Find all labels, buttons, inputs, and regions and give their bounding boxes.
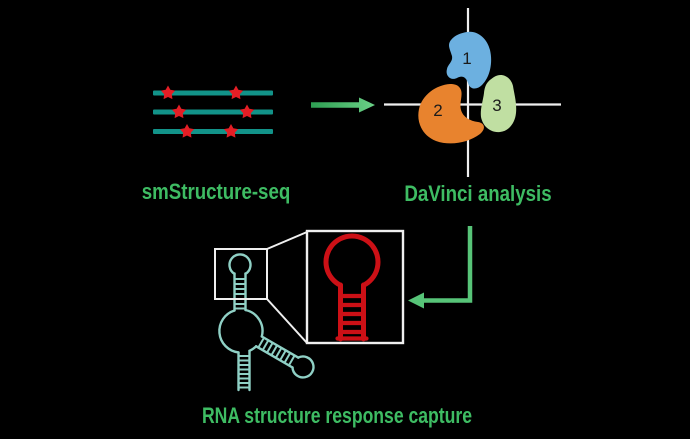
davinci-panel: 1 2 3 DaVinci analysis [384,8,561,206]
star-icon [228,85,244,100]
read-line [153,129,273,134]
smstructure-panel: smStructure-seq [142,85,291,205]
stem-strand [260,335,300,359]
arrow-left-head [408,292,424,309]
callout-connector [266,231,308,250]
smstructure-label: smStructure-seq [142,181,291,205]
star-icon [179,124,195,138]
central-loop [244,308,264,338]
zoom-detail-box [305,229,405,345]
zoom-callout [214,229,405,345]
cluster-1-number: 1 [462,49,471,68]
magnified-hairpin [323,233,381,342]
cluster-3-number: 3 [492,96,501,115]
arrow-right-shape [311,97,375,113]
arrow-right-icon [311,97,375,113]
read-line [153,109,273,115]
rna-capture-label: RNA structure response capture [202,404,472,428]
rna-structure-drawing [218,253,315,392]
central-loop [218,309,240,354]
stem-rungs [233,278,247,310]
arrow-down-left-icon [408,226,473,309]
cluster-2-blob [418,84,484,144]
hairpin-loop-large [323,233,381,288]
cluster-2-number: 2 [433,101,442,120]
cluster-3-blob [480,75,517,133]
arrow-elbow-line [424,226,473,303]
stem-rungs [335,293,369,341]
star-icon [160,85,176,100]
callout-connector [266,298,308,344]
zoom-source-box [214,248,268,300]
star-icon [171,104,187,119]
read-line [153,90,273,96]
star-icon [223,124,239,138]
terminal-loop [291,355,315,379]
cluster-1-blob [446,31,492,89]
davinci-label: DaVinci analysis [404,183,551,207]
hairpin-loop [228,253,252,276]
stem-rungs [257,336,296,367]
stem-rungs [237,355,251,389]
star-icon [239,104,255,119]
